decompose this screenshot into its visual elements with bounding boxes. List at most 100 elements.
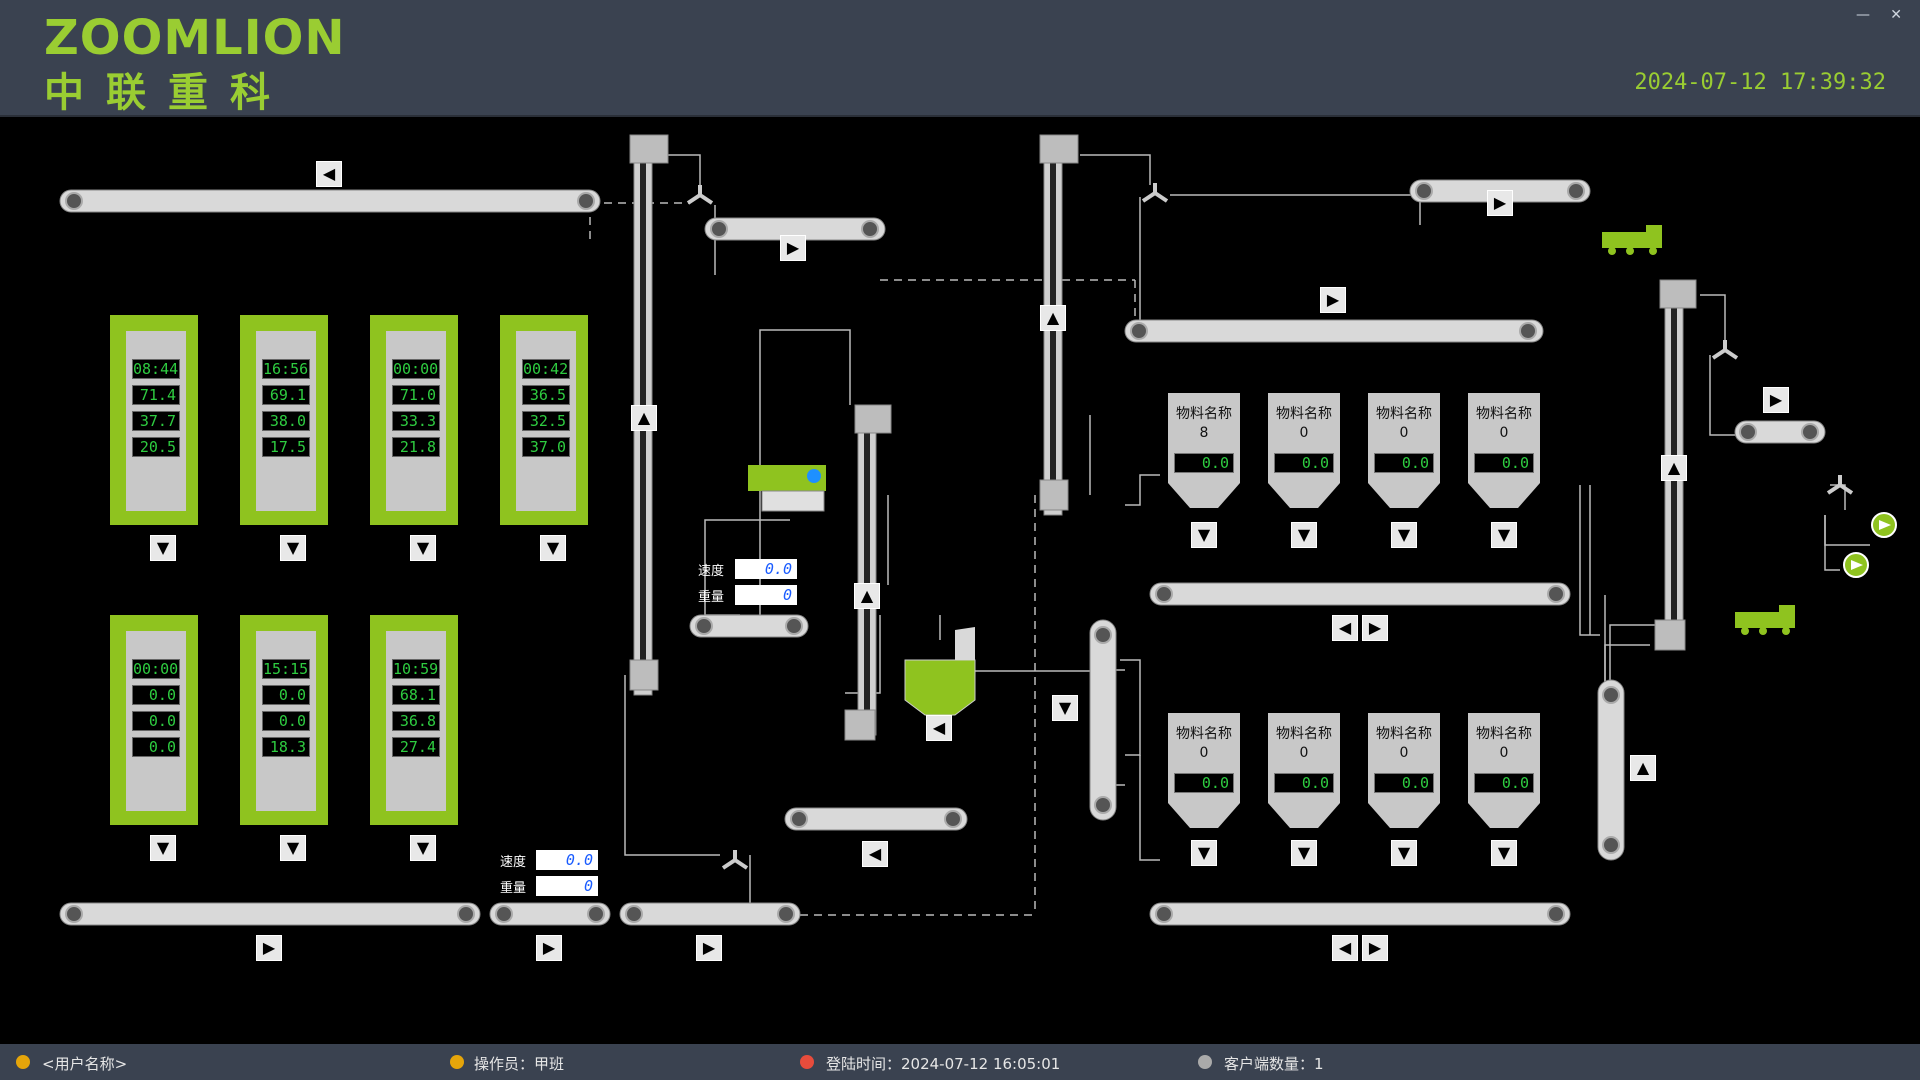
silo-value: 0.0 xyxy=(132,685,180,705)
belt-top-left xyxy=(59,189,601,213)
tank-number: 0 xyxy=(1499,745,1509,761)
tank-discharge-button[interactable]: ▼ xyxy=(1191,840,1217,866)
tank-discharge-button[interactable]: ▼ xyxy=(1491,840,1517,866)
material-tank[interactable]: 物料名称 8 0.0 xyxy=(1166,363,1242,513)
silo-3[interactable]: 00:00 71.0 33.3 21.8 xyxy=(358,295,458,535)
operator: 操作员：甲班 xyxy=(474,1055,565,1073)
tank-value: 0.0 xyxy=(1274,773,1334,793)
operator-icon xyxy=(450,1055,464,1069)
belt-bottom-c-direction-button[interactable]: ▶ xyxy=(696,935,722,961)
belt-right-top xyxy=(1124,319,1544,343)
belt-bottom-c xyxy=(619,902,801,926)
material-tank[interactable]: 物料名称 0 0.0 xyxy=(1266,683,1342,833)
tank-number: 8 xyxy=(1199,425,1209,441)
silo-4[interactable]: 00:42 36.5 32.5 37.0 xyxy=(488,295,588,535)
truck-bottom xyxy=(1735,605,1795,635)
tank-value: 0.0 xyxy=(1374,773,1434,793)
belt-middle-right-right-button[interactable]: ▶ xyxy=(1362,615,1388,641)
tank-title: 物料名称 xyxy=(1176,726,1232,742)
elevator-1-direction-button[interactable]: ▲ xyxy=(631,405,657,431)
tank-title: 物料名称 xyxy=(1476,726,1532,742)
tank-discharge-button[interactable]: ▼ xyxy=(1391,522,1417,548)
tank-value: 0.0 xyxy=(1474,453,1534,473)
silo-6-discharge-button[interactable]: ▼ xyxy=(280,835,306,861)
material-tank[interactable]: 物料名称 0 0.0 xyxy=(1366,683,1442,833)
silo-value: 18.3 xyxy=(262,737,310,757)
belt-middle-right-left-button[interactable]: ◀ xyxy=(1332,615,1358,641)
user-name: <用户名称> xyxy=(42,1055,128,1073)
belt-lower-mid xyxy=(784,807,968,831)
material-tank[interactable]: 物料名称 0 0.0 xyxy=(1266,363,1342,513)
silo-6[interactable]: 15:15 0.0 0.0 18.3 xyxy=(228,595,328,835)
material-tank[interactable]: 物料名称 0 0.0 xyxy=(1366,363,1442,513)
minimize-button[interactable]: — xyxy=(1856,7,1870,23)
tank-discharge-button[interactable]: ▼ xyxy=(1491,522,1517,548)
silo-5[interactable]: 00:00 0.0 0.0 0.0 xyxy=(98,595,198,835)
silo-time: 16:56 xyxy=(262,359,310,379)
silo-value: 33.3 xyxy=(392,411,440,431)
silo-value: 21.8 xyxy=(392,437,440,457)
tank-number: 0 xyxy=(1399,425,1409,441)
clock-icon xyxy=(800,1055,814,1069)
silo-value: 27.4 xyxy=(392,737,440,757)
belt-mid-top-direction-button[interactable]: ▶ xyxy=(780,235,806,261)
tank-discharge-button[interactable]: ▼ xyxy=(1291,840,1317,866)
belt-bottom-right-left-button[interactable]: ◀ xyxy=(1332,935,1358,961)
process-lines xyxy=(59,134,1897,926)
silo-value: 32.5 xyxy=(522,411,570,431)
belt-vertical-mid-direction-button[interactable]: ▼ xyxy=(1052,695,1078,721)
material-tank[interactable]: 物料名称 0 0.0 xyxy=(1466,363,1542,513)
tank-discharge-button[interactable]: ▼ xyxy=(1191,522,1217,548)
tank-title: 物料名称 xyxy=(1376,726,1432,742)
silo-value: 71.0 xyxy=(392,385,440,405)
belt-short-right-direction-button[interactable]: ▶ xyxy=(1763,387,1789,413)
material-tank[interactable]: 物料名称 0 0.0 xyxy=(1166,683,1242,833)
silo-value: 71.4 xyxy=(132,385,180,405)
silo-2[interactable]: 16:56 69.1 38.0 17.5 xyxy=(228,295,328,535)
belt-metering xyxy=(689,614,809,638)
material-tank[interactable]: 物料名称 0 0.0 xyxy=(1466,683,1542,833)
tank-value: 0.0 xyxy=(1174,773,1234,793)
tank-title: 物料名称 xyxy=(1276,406,1332,422)
silo-1[interactable]: 08:44 71.4 37.7 20.5 xyxy=(98,295,198,535)
tank-discharge-button[interactable]: ▼ xyxy=(1391,840,1417,866)
elevator-3-direction-button[interactable]: ▲ xyxy=(854,583,880,609)
silo-value: 68.1 xyxy=(392,685,440,705)
belt-right-top-direction-button[interactable]: ▶ xyxy=(1320,287,1346,313)
silo-value: 0.0 xyxy=(262,685,310,705)
silo-7[interactable]: 10:59 68.1 36.8 27.4 xyxy=(358,595,458,835)
silo-4-discharge-button[interactable]: ▼ xyxy=(540,535,566,561)
belt-bottom-left-direction-button[interactable]: ▶ xyxy=(256,935,282,961)
belt-vertical-right-direction-button[interactable]: ▲ xyxy=(1630,755,1656,781)
tank-discharge-button[interactable]: ▼ xyxy=(1291,522,1317,548)
belt-top-left-direction-button[interactable]: ◀ xyxy=(316,161,342,187)
tank-value: 0.0 xyxy=(1474,773,1534,793)
silo-7-discharge-button[interactable]: ▼ xyxy=(410,835,436,861)
silo-2-discharge-button[interactable]: ▼ xyxy=(280,535,306,561)
belt-bottom-right xyxy=(1149,902,1571,926)
silo-time: 00:00 xyxy=(132,659,180,679)
silo-value: 17.5 xyxy=(262,437,310,457)
silo-time: 00:42 xyxy=(522,359,570,379)
silo-5-discharge-button[interactable]: ▼ xyxy=(150,835,176,861)
hopper-discharge-button[interactable]: ◀ xyxy=(926,715,952,741)
silo-value: 38.0 xyxy=(262,411,310,431)
speed-value: 0.0 xyxy=(735,559,797,579)
close-button[interactable]: ✕ xyxy=(1890,7,1902,23)
belt-truck-1-direction-button[interactable]: ▶ xyxy=(1487,190,1513,216)
clients-icon xyxy=(1198,1055,1212,1069)
tank-number: 0 xyxy=(1499,425,1509,441)
silo-time: 00:00 xyxy=(392,359,440,379)
tank-title: 物料名称 xyxy=(1276,726,1332,742)
belt-lower-mid-direction-button[interactable]: ◀ xyxy=(862,841,888,867)
tank-value: 0.0 xyxy=(1174,453,1234,473)
belt-bottom-right-right-button[interactable]: ▶ xyxy=(1362,935,1388,961)
logo-chinese: 中联重科 xyxy=(44,70,292,116)
silo-3-discharge-button[interactable]: ▼ xyxy=(410,535,436,561)
login-time: 登陆时间：2024-07-12 16:05:01 xyxy=(826,1055,1061,1073)
silo-value: 0.0 xyxy=(132,711,180,731)
elevator-2-direction-button[interactable]: ▲ xyxy=(1040,305,1066,331)
belt-bottom-b-direction-button[interactable]: ▶ xyxy=(536,935,562,961)
elevator-4-direction-button[interactable]: ▲ xyxy=(1661,455,1687,481)
silo-1-discharge-button[interactable]: ▼ xyxy=(150,535,176,561)
